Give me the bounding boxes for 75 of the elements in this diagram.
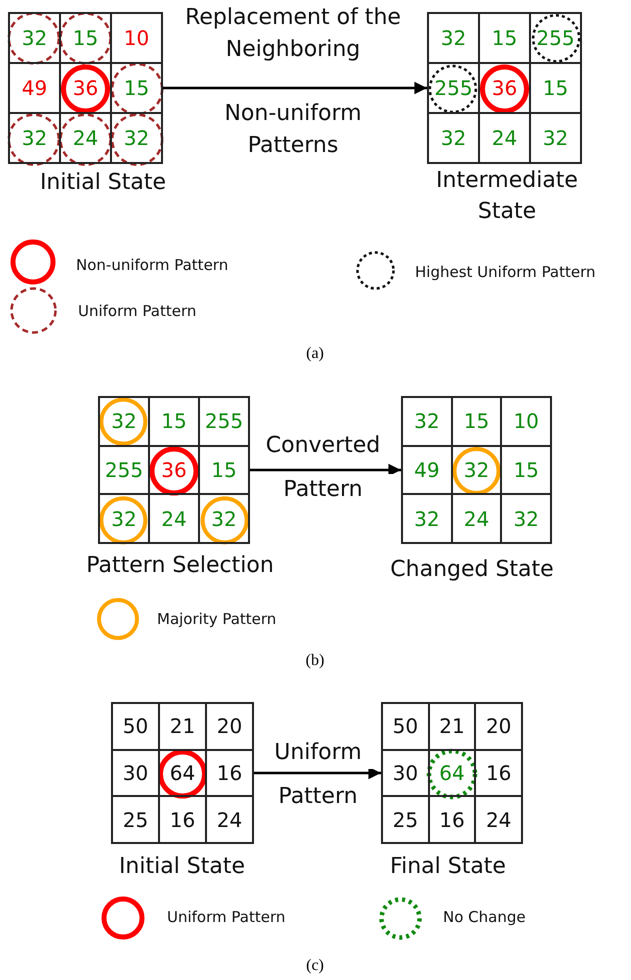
pixel-value: 32 xyxy=(501,494,551,543)
pixel-value: 10 xyxy=(111,13,162,63)
pixel-value: 30 xyxy=(382,750,429,796)
pixel-grid xyxy=(111,702,254,844)
pixel-value: 36 xyxy=(479,63,530,113)
pixel-value: 25 xyxy=(382,796,429,843)
pixel-grid xyxy=(8,12,163,164)
legend-label: Uniform Pattern xyxy=(78,302,196,320)
pixel-value: 32 xyxy=(99,397,149,446)
pixel-value: 15 xyxy=(452,397,502,446)
legend-label: Highest Uniform Pattern xyxy=(415,263,596,281)
grid-caption: Intermediate State xyxy=(435,167,579,226)
panel-label: (c) xyxy=(306,957,324,975)
pixel-value: 15 xyxy=(111,63,162,113)
pixel-value: 20 xyxy=(475,703,522,750)
grid-caption: Changed State xyxy=(389,556,555,584)
pixel-value: 24 xyxy=(452,494,502,543)
legend-label: Majority Pattern xyxy=(157,610,276,628)
pixel-value: 24 xyxy=(149,494,199,543)
pixel-grid xyxy=(381,702,523,844)
legend-label: No Change xyxy=(443,908,526,926)
pixel-value: 15 xyxy=(60,13,111,63)
pixel-value: 16 xyxy=(206,750,253,796)
pixel-value: 21 xyxy=(428,703,476,750)
pixel-value: 49 xyxy=(402,446,452,494)
pixel-grid xyxy=(401,396,552,544)
pixel-value: 255 xyxy=(99,446,149,494)
pixel-grid xyxy=(98,396,250,544)
pixel-value: 16 xyxy=(475,750,522,796)
pixel-value: 16 xyxy=(428,796,476,843)
pixel-value: 36 xyxy=(60,63,111,113)
pixel-value: 21 xyxy=(159,703,206,750)
pixel-value: 32 xyxy=(99,494,149,543)
panel-label: (b) xyxy=(306,652,324,670)
pixel-value: 64 xyxy=(159,750,206,796)
pixel-value: 15 xyxy=(479,13,530,63)
pixel-value: 15 xyxy=(501,446,551,494)
grid-caption: Initial State xyxy=(118,853,246,881)
pixel-value: 50 xyxy=(382,703,429,750)
pixel-value: 32 xyxy=(199,494,249,543)
pixel-grid xyxy=(427,12,582,164)
pixel-value: 255 xyxy=(199,397,249,446)
pixel-value: 36 xyxy=(149,446,199,494)
pixel-value: 24 xyxy=(60,113,111,163)
pixel-value: 30 xyxy=(112,750,159,796)
pixel-value: 24 xyxy=(479,113,530,163)
pixel-value: 255 xyxy=(530,13,581,63)
grid-caption: Initial State xyxy=(38,169,168,197)
pixel-value: 255 xyxy=(428,63,479,113)
pixel-value: 50 xyxy=(112,703,159,750)
pixel-value: 15 xyxy=(149,397,199,446)
pixel-value: 32 xyxy=(402,397,452,446)
pixel-value: 10 xyxy=(501,397,551,446)
pixel-value: 32 xyxy=(452,446,502,494)
pixel-value: 24 xyxy=(475,796,522,843)
panel-label: (a) xyxy=(306,345,324,363)
pixel-value: 15 xyxy=(199,446,249,494)
grid-caption: Pattern Selection xyxy=(85,552,275,580)
pixel-value: 24 xyxy=(206,796,253,843)
pixel-value: 64 xyxy=(428,750,476,796)
pixel-value: 49 xyxy=(9,63,60,113)
pixel-value: 32 xyxy=(428,13,479,63)
pixel-value: 20 xyxy=(206,703,253,750)
pixel-value: 32 xyxy=(9,113,60,163)
legend-label: Uniform Pattern xyxy=(167,908,286,926)
pixel-value: 32 xyxy=(428,113,479,163)
pixel-value: 32 xyxy=(9,13,60,63)
grid-caption: Final State xyxy=(389,853,507,881)
pixel-value: 32 xyxy=(402,494,452,543)
legend-label: Non-uniform Pattern xyxy=(76,256,228,274)
pixel-value: 32 xyxy=(111,113,162,163)
pixel-value: 16 xyxy=(159,796,206,843)
pixel-value: 32 xyxy=(530,113,581,163)
pixel-value: 15 xyxy=(530,63,581,113)
pixel-value: 25 xyxy=(112,796,159,843)
